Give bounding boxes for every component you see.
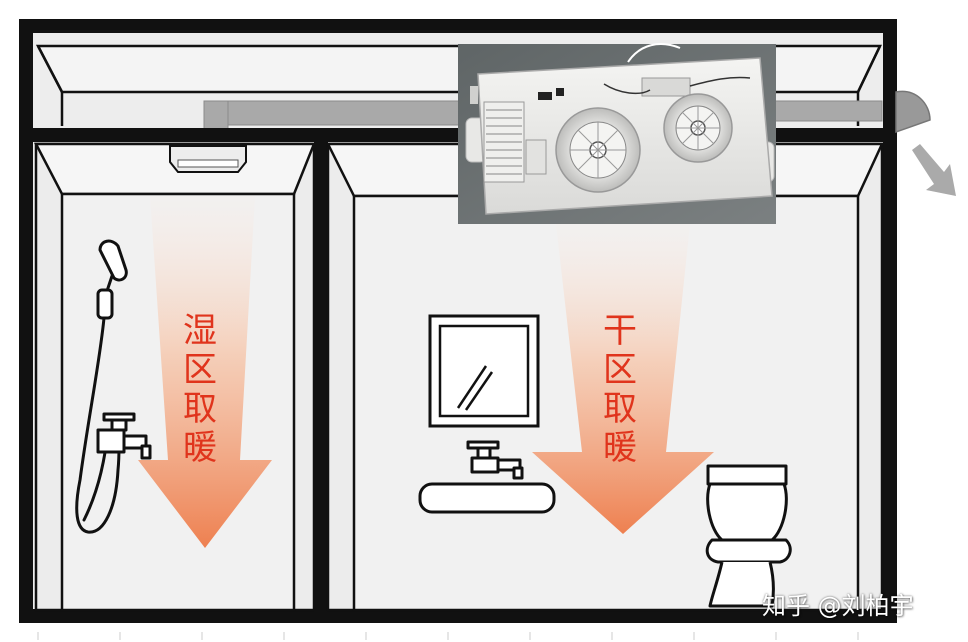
wet-heat-arrow [138,196,272,548]
dry-zone-heating-label: 干 区 取 暖 [598,312,642,468]
dry-zone-label-char: 暖 [603,428,637,468]
fan-small [663,93,733,163]
fan-large [555,107,641,193]
exhaust-arrow-icon [912,144,956,196]
wet-zone-label-char: 湿 [183,311,217,351]
sink-icon [418,482,556,514]
zhihu-watermark: 知乎 @刘柏宇 [762,592,914,620]
wet-zone-heating-label: 湿 区 取 暖 [178,312,222,468]
sink-faucet-icon [466,440,524,480]
dry-zone-label-char: 取 [603,389,637,429]
toilet-icon [705,464,792,608]
mirror-icon [428,314,540,428]
dry-zone-label-char: 干 [603,311,637,351]
faucet-icon [96,412,152,460]
dry-zone-label-char: 区 [603,350,637,390]
wet-zone-label-char: 取 [183,389,217,429]
heater-grille [483,101,525,183]
wet-zone-label-char: 暖 [183,428,217,468]
dry-heat-arrow [532,224,714,534]
exhaust-vent-icon [895,90,931,134]
floor-ticks [37,632,859,640]
heater-unit-photo [458,43,776,224]
wet-area-heater [169,145,247,173]
wet-zone-label-char: 区 [183,350,217,390]
exhaust-duct [203,100,883,134]
partition-wall [314,142,328,616]
